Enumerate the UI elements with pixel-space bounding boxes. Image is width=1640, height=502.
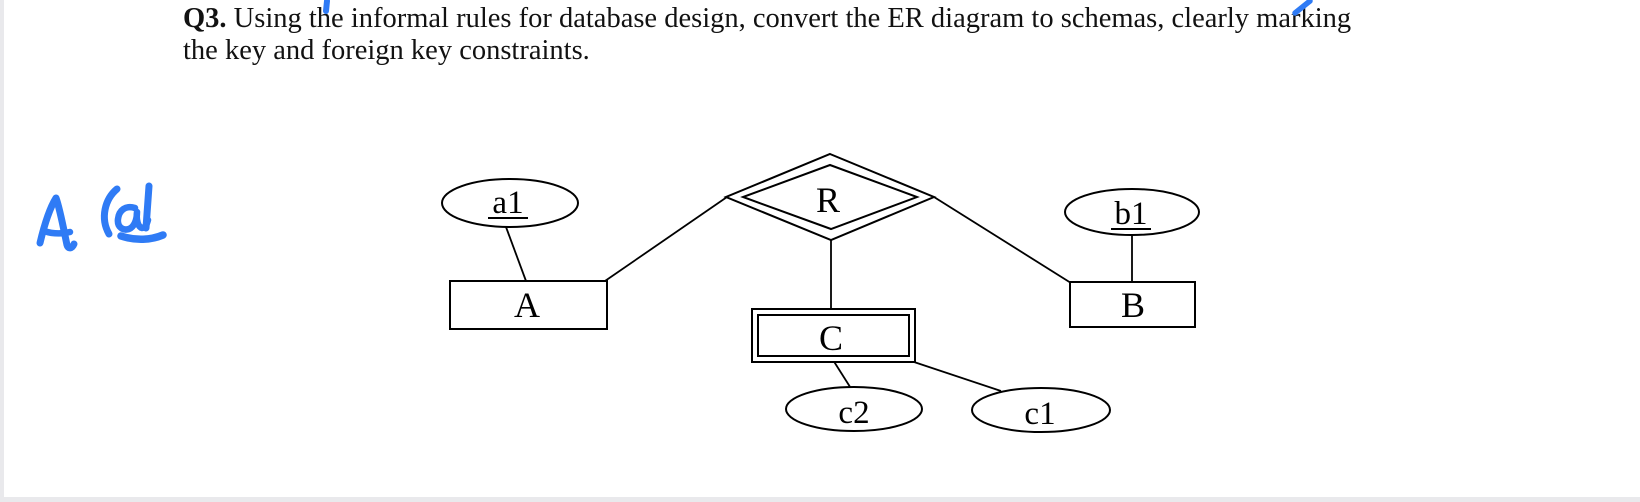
entity-rect-B <box>1069 281 1196 328</box>
handwritten-annotation <box>36 182 167 252</box>
weak-entity-outer-rect-C <box>751 308 916 363</box>
entity-rect-A <box>449 280 608 330</box>
attribute-label-b1: b1 <box>1115 196 1148 232</box>
attribute-ellipse-c1 <box>971 387 1111 433</box>
connector-A-R <box>604 196 728 282</box>
relationship-diamond-inner <box>740 163 920 231</box>
relationship-label-R: R <box>816 180 840 220</box>
connector-R-B <box>933 196 1072 284</box>
attribute-ellipse-a1 <box>441 178 579 228</box>
handwriting-digit-1 <box>142 182 153 232</box>
handwriting-letter-A-crossbar <box>40 227 74 237</box>
handwriting-letter-a <box>114 203 152 233</box>
connector-C-c2 <box>832 359 853 391</box>
connector-C-c1 <box>910 360 1002 392</box>
relationship-diamond-outer <box>723 152 937 242</box>
attribute-label-a1: a1 <box>492 185 523 221</box>
attribute-ellipse-b1 <box>1064 188 1200 236</box>
handwriting-letter-A <box>36 194 78 252</box>
page-edge-left <box>0 0 4 502</box>
handwriting-paren <box>100 185 121 238</box>
page-edge-bottom <box>0 497 1640 502</box>
entity-label-C: C <box>819 318 843 358</box>
entity-label-B: B <box>1121 285 1145 325</box>
attribute-label-c2: c2 <box>838 395 869 431</box>
entity-label-A: A <box>514 285 540 325</box>
handwriting-underline <box>117 231 167 243</box>
attribute-ellipse-c2 <box>785 386 923 432</box>
question-line-2: the key and foreign key constraints. <box>183 35 590 66</box>
question-text: Q3. Using the informal rules for databas… <box>183 3 1351 67</box>
attribute-label-c1: c1 <box>1024 396 1055 432</box>
question-number: Q3. <box>183 3 227 34</box>
connector-a1-A <box>505 226 527 282</box>
question-line1-text: Using the informal rules for database de… <box>233 3 1352 34</box>
question-line-1: Q3. Using the informal rules for databas… <box>183 3 1351 35</box>
weak-entity-inner-rect-C <box>757 314 910 357</box>
